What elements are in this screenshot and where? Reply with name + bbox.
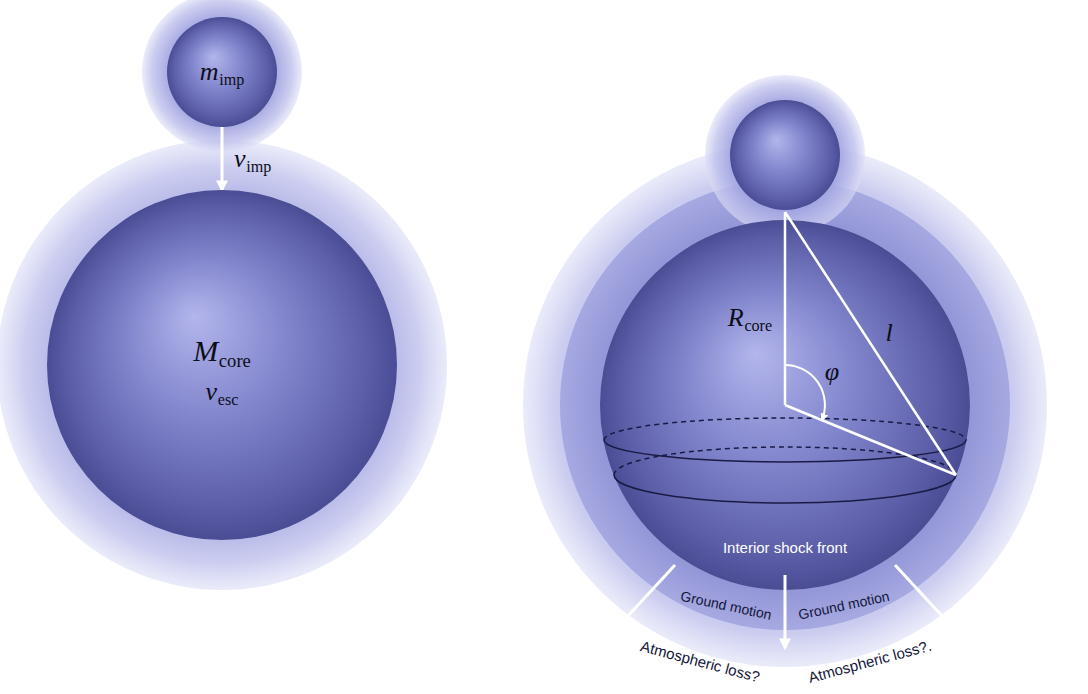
shock-arrow — [895, 565, 955, 630]
loss-label: Atmospheric loss? — [639, 638, 762, 686]
symbol-letter: v — [206, 377, 218, 406]
velocity-symbol: vesc — [206, 378, 239, 407]
impactor-halo — [705, 75, 865, 235]
sphere-fill — [167, 17, 277, 127]
velocity-symbol: vimp — [234, 144, 271, 173]
latitude-ellipse-back — [614, 447, 956, 475]
radius-symbol: Rcore — [728, 304, 772, 333]
symbol-letter: v — [234, 143, 246, 172]
symbol-letter: φ — [825, 357, 839, 386]
sphere-fill — [47, 190, 397, 540]
distance-line — [785, 212, 956, 475]
symbol-letter: R — [728, 303, 744, 332]
radius-line — [785, 405, 956, 475]
symbol-subscript: core — [219, 349, 251, 370]
impactor-sphere — [730, 100, 840, 210]
mantle-ring — [560, 180, 1010, 630]
length-symbol: l — [885, 319, 892, 348]
mass-symbol: mimp — [200, 58, 244, 87]
symbol-letter: m — [200, 57, 219, 86]
symbol-subscript: esc — [218, 391, 239, 408]
latitude-ellipse-back — [604, 418, 966, 440]
motion-label: Ground motion — [679, 589, 773, 623]
angle-arc — [785, 365, 825, 420]
atmosphere-halo — [523, 143, 1047, 667]
symbol-letter: M — [193, 334, 218, 367]
radius-line — [784, 212, 787, 405]
atmosphere-halo — [0, 140, 447, 590]
velocity-arrow — [221, 127, 224, 190]
shock-arrow — [615, 565, 675, 630]
angle-symbol: φ — [825, 358, 839, 387]
symbol-subscript: imp — [246, 157, 271, 174]
symbol-subscript: core — [744, 317, 772, 334]
impactor-sphere: mimp — [167, 17, 277, 127]
shock-label: Interior shock front — [723, 540, 847, 557]
motion-label: Ground motion — [797, 589, 891, 623]
loss-label: Atmospheric loss?. — [807, 638, 934, 687]
core-sphere: Mcorevesc — [47, 190, 397, 540]
latitude-ellipse-front — [604, 440, 966, 462]
symbol-subscript: imp — [219, 71, 244, 88]
symbol-letter: l — [885, 318, 892, 347]
shock-arrow — [784, 575, 787, 648]
mass-symbol: Mcore — [193, 334, 251, 367]
latitude-ellipse-front — [614, 475, 956, 503]
